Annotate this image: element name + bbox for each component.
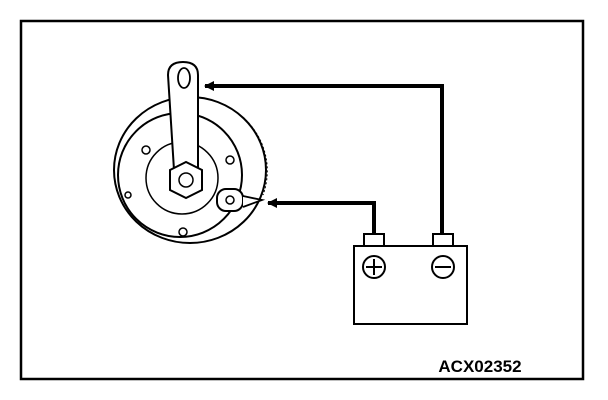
battery-icon [353, 233, 468, 325]
wires [204, 81, 444, 235]
positive-wire [267, 198, 376, 235]
horn-icon [113, 60, 268, 244]
mount-hole [178, 227, 188, 237]
negative-wire [204, 81, 444, 235]
figure-border [19, 19, 585, 381]
positive-post [363, 233, 385, 247]
figure-id-label: ACX02352 [438, 357, 522, 376]
horn-bracket [166, 60, 199, 171]
plus-icon [362, 255, 386, 279]
hex-nut [169, 160, 203, 200]
minus-icon [431, 255, 455, 279]
mount-hole [124, 191, 132, 199]
negative-post [432, 233, 454, 247]
mount-hole [225, 155, 235, 165]
mount-hole [141, 145, 151, 155]
